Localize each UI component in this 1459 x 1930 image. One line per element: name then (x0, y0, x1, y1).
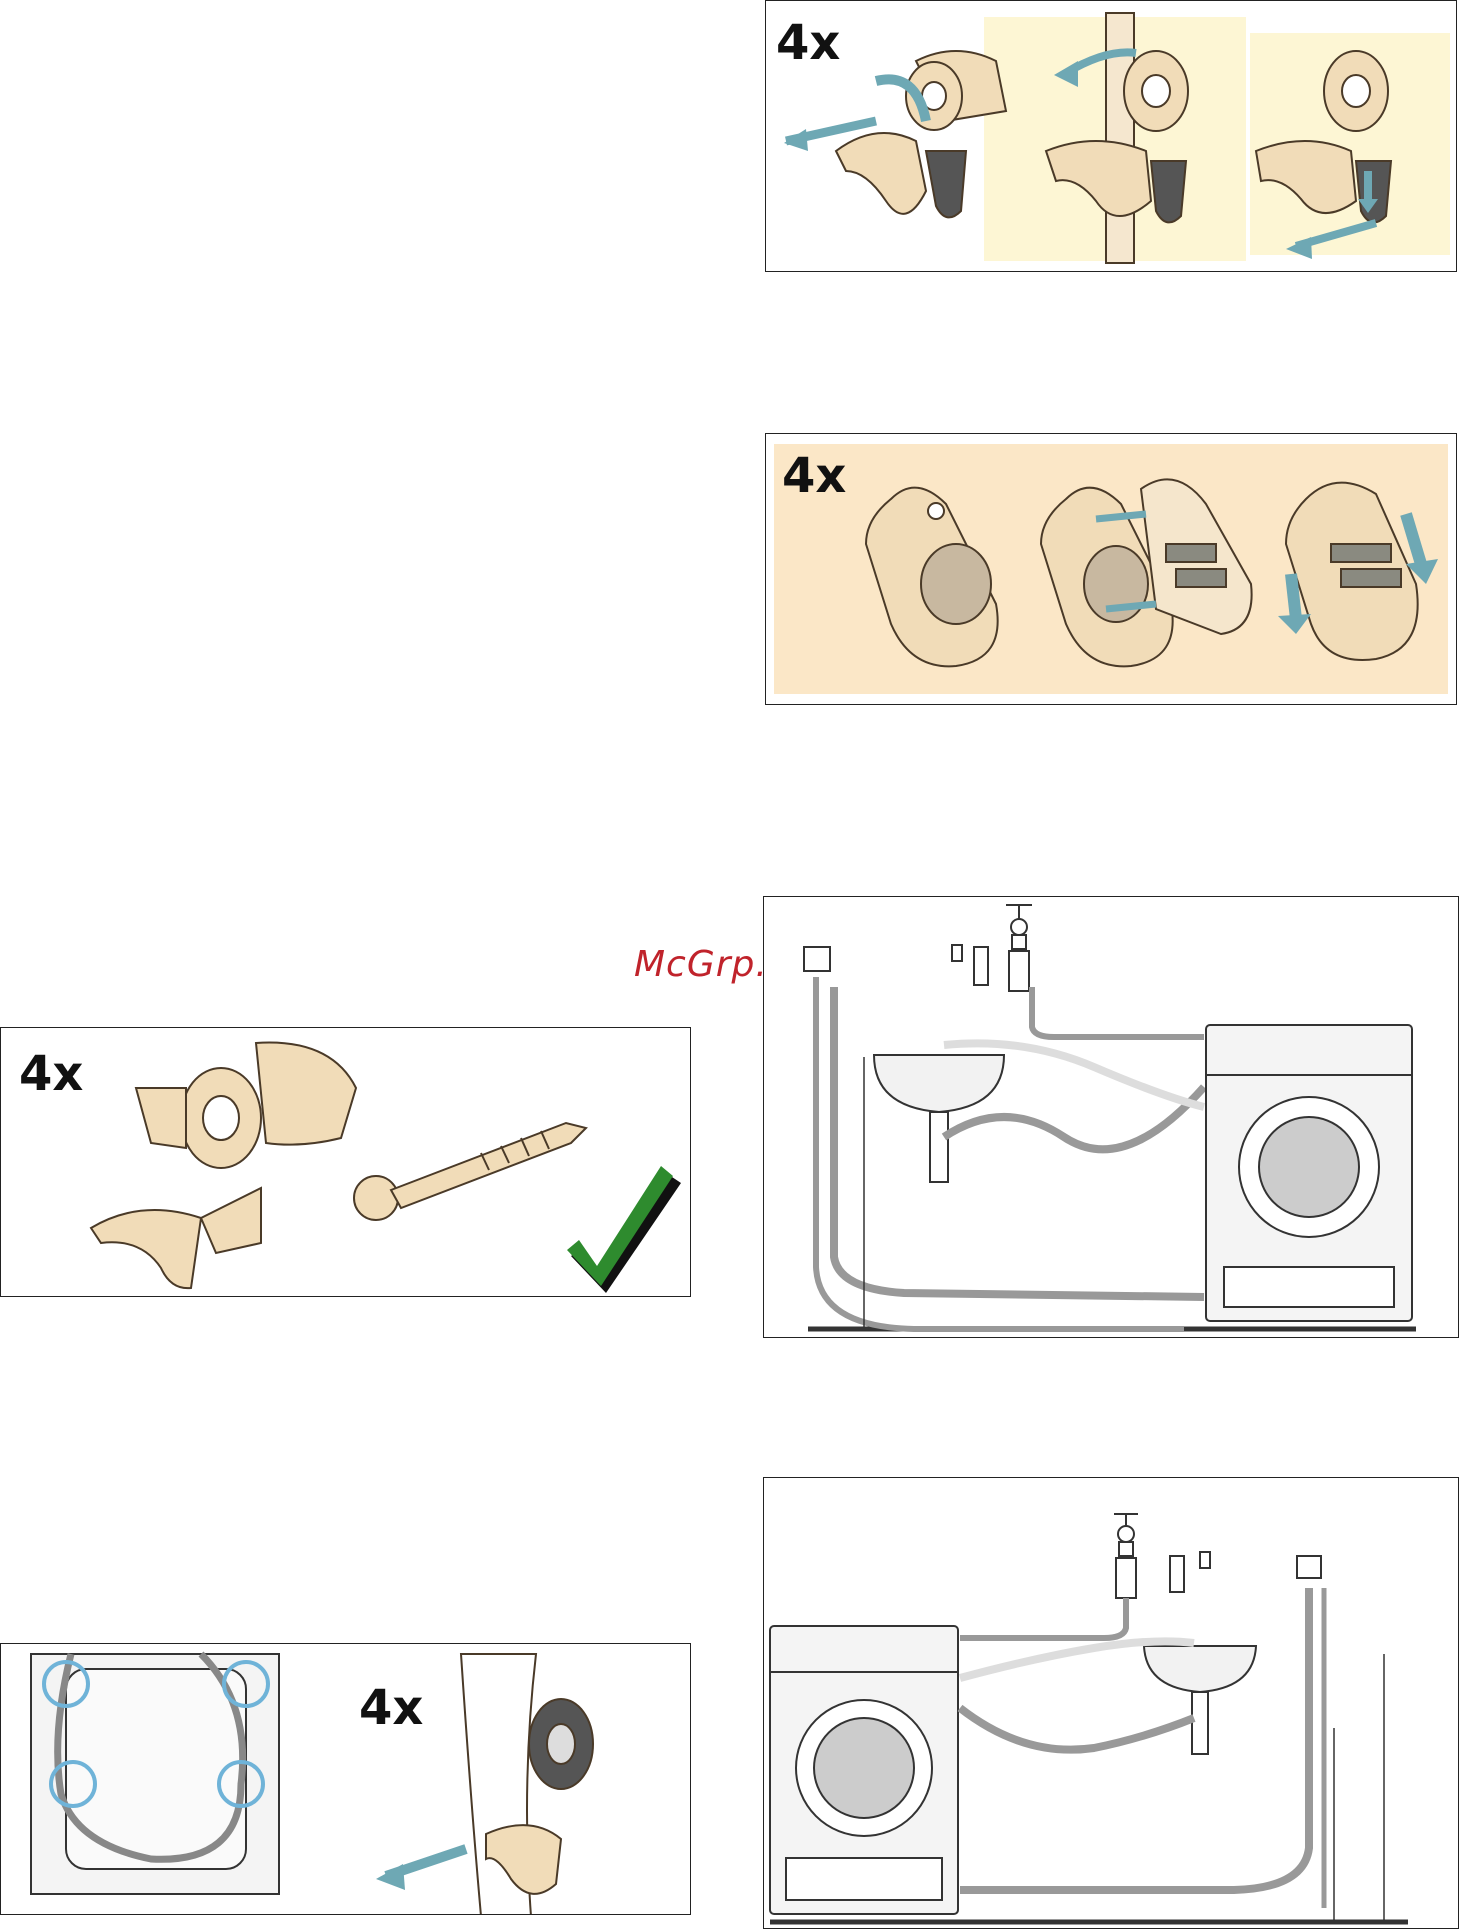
power-cord (816, 977, 1184, 1329)
multiplier-label: 4x (359, 1684, 423, 1732)
bolt-step-1 (836, 51, 1006, 217)
washing-machine (770, 1626, 958, 1914)
press-arrow-left (1291, 574, 1296, 619)
water-tap (1114, 1514, 1210, 1598)
keep-parts-illustration (1, 1028, 691, 1297)
multiplier-label: 4x (776, 19, 840, 67)
hose-clips-illustration (1, 1644, 691, 1915)
sink (1144, 1646, 1256, 1754)
inlet-hose (960, 1598, 1126, 1638)
hose-clips-panel: 4x (0, 1643, 691, 1915)
spacer-part (91, 1043, 356, 1289)
insert-arrow-bottom (1106, 604, 1156, 609)
cover-caps-illustration (766, 434, 1457, 705)
checkmark-icon (567, 1166, 681, 1293)
inlet-hose (1032, 987, 1204, 1037)
power-socket (804, 947, 830, 971)
multiplier-label: 4x (782, 452, 846, 500)
keep-parts-panel: 4x (0, 1027, 691, 1297)
remove-bolts-panel: 4x (765, 0, 1457, 272)
washing-machine (1206, 1025, 1412, 1321)
water-tap (952, 905, 1032, 991)
drain-hose-floor (834, 987, 1204, 1297)
bolt-screw (354, 1123, 586, 1220)
hose-clip-detail (461, 1654, 593, 1915)
installation-left-panel (763, 1477, 1459, 1929)
installation-right-diagram (764, 897, 1459, 1338)
drain-hose-sink (960, 1708, 1194, 1750)
remove-bolts-illustration (766, 1, 1457, 272)
installation-right-panel (763, 896, 1459, 1338)
insert-arrow-top (1096, 514, 1146, 519)
multiplier-label: 4x (19, 1050, 83, 1098)
cover-caps-panel: 4x (765, 433, 1457, 705)
power-socket (1297, 1556, 1321, 1578)
installation-left-diagram (764, 1478, 1459, 1929)
